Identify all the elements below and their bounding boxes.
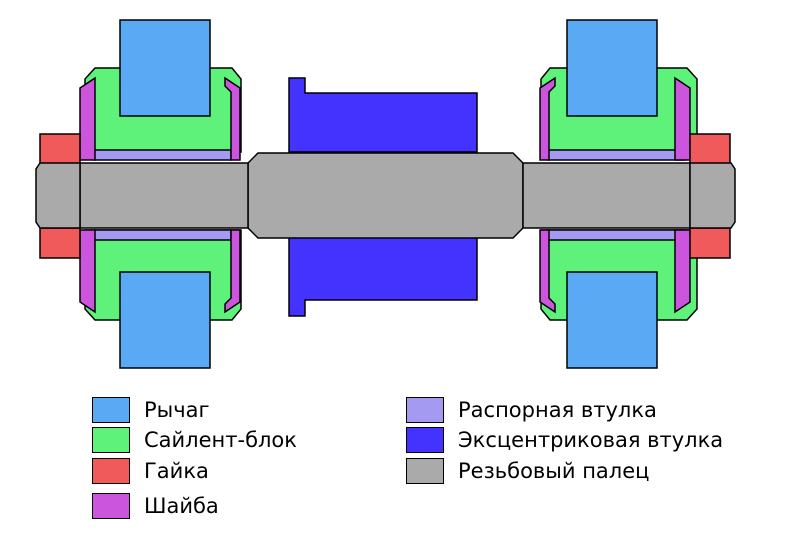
legend-swatch — [92, 427, 130, 453]
legend-swatch — [406, 427, 444, 453]
pin-right-end — [689, 162, 736, 229]
left-washer-inner-top — [224, 76, 241, 161]
legend-item-nut: Гайка — [92, 457, 209, 485]
legend-label: Гайка — [144, 459, 209, 483]
left-nut-bottom — [39, 227, 81, 259]
right-nut-top — [689, 133, 731, 165]
legend-item-lever: Рычаг — [92, 396, 210, 424]
right-washer-inner-bottom — [539, 229, 556, 314]
legend-swatch — [92, 397, 130, 423]
left-lever-bottom — [119, 271, 211, 369]
left-spacer-top — [93, 149, 232, 161]
pin-left-end — [35, 162, 81, 229]
right-washer-outer-bottom — [674, 229, 691, 314]
right-washer-inner-top — [539, 76, 556, 161]
legend-swatch — [92, 493, 130, 519]
left-assembly — [39, 19, 242, 369]
left-lever-top — [119, 19, 211, 117]
legend-swatch — [92, 458, 130, 484]
left-washer-inner-bottom — [224, 229, 241, 314]
legend-item-pin: Резьбовый палец — [406, 457, 649, 485]
legend-swatch — [406, 458, 444, 484]
right-lever-bottom — [566, 271, 658, 369]
right-spacer-top — [547, 149, 686, 161]
legend-label: Сайлент-блок — [144, 428, 297, 452]
pin-left-section — [79, 162, 249, 229]
legend-item-washer: Шайба — [92, 492, 219, 520]
left-washer-outer-bottom — [79, 229, 96, 314]
eccentric-bushing-top — [288, 77, 478, 153]
eccentric-bushing-bottom — [288, 236, 478, 317]
legend-item-eccentric: Эксцентриковая втулка — [406, 426, 723, 454]
suspension-assembly-diagram — [35, 19, 736, 369]
legend-label: Резьбовый палец — [458, 459, 650, 483]
left-nut-top — [39, 133, 81, 165]
pin-center-section — [247, 152, 524, 239]
left-washer-outer-top — [79, 76, 96, 161]
legend-item-silentblock: Сайлент-блок — [92, 426, 297, 454]
legend-item-spacer: Распорная втулка — [406, 396, 657, 424]
legend-label: Рычаг — [144, 398, 210, 422]
right-nut-bottom — [689, 227, 731, 259]
right-spacer-bottom — [547, 229, 686, 241]
legend-label: Эксцентриковая втулка — [458, 428, 724, 452]
pin-right-section — [522, 162, 691, 229]
right-lever-top — [566, 19, 658, 117]
threaded-pin — [35, 152, 736, 239]
right-assembly — [539, 19, 731, 369]
right-washer-outer-top — [674, 76, 691, 161]
left-spacer-bottom — [93, 229, 232, 241]
legend-label: Шайба — [144, 494, 219, 518]
legend-swatch — [406, 397, 444, 423]
legend-label: Распорная втулка — [458, 398, 657, 422]
